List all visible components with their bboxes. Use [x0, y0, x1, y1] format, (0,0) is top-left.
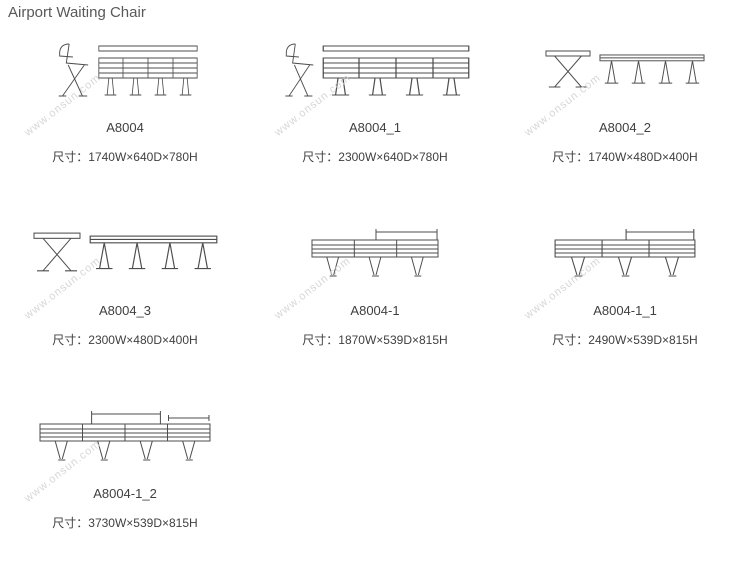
product-size: 尺寸：1740W×640D×780H [52, 150, 198, 164]
product-size: 尺寸：1870W×539D×815H [302, 333, 448, 347]
product-model: A8004-1_2 [93, 486, 157, 501]
bench-with-back-drawing [57, 43, 198, 97]
product-image[interactable] [0, 211, 250, 297]
product-model: A8004-1_1 [593, 303, 657, 318]
product-size: 尺寸：2300W×640D×780H [302, 150, 448, 164]
product-model: A8004_3 [98, 303, 152, 318]
page-title: Airport Waiting Chair [8, 4, 146, 21]
bench-technical-drawing [554, 228, 696, 277]
product-card-a8004-3u: A8004_3 尺寸：2300W×480D×400H www.onsun.com [0, 211, 250, 394]
flat-bench-drawing [545, 50, 705, 88]
product-image[interactable] [0, 28, 250, 114]
flat-bench-long-drawing [32, 232, 217, 272]
product-card-a8004-1-1: A8004-1_1 尺寸：2490W×539D×815H www.onsun.c… [500, 211, 750, 394]
product-card-a8004-2u: A8004_2 尺寸：1740W×480D×400H www.onsun.com [500, 28, 750, 211]
product-model: A8004_1 [348, 120, 402, 135]
product-card-a8004: A8004 尺寸：1740W×640D×780H www.onsun.com [0, 28, 250, 211]
bench-with-back-long-drawing [284, 43, 470, 97]
product-size: 尺寸：2300W×480D×400H [52, 333, 198, 347]
product-image[interactable] [250, 211, 500, 297]
product-model: A8004_2 [598, 120, 652, 135]
product-size: 尺寸：3730W×539D×815H [52, 516, 198, 530]
product-card-a8004-1: A8004-1 尺寸：1870W×539D×815H www.onsun.com [250, 211, 500, 394]
bench-technical-long-drawing [39, 410, 211, 461]
product-image[interactable] [500, 211, 750, 297]
product-card-a8004-1-2: A8004-1_2 尺寸：3730W×539D×815H www.onsun.c… [0, 394, 250, 577]
product-model: A8004-1 [350, 303, 400, 318]
bench-technical-drawing [311, 228, 439, 277]
product-model: A8004 [106, 120, 144, 135]
product-size: 尺寸：1740W×480D×400H [552, 150, 698, 164]
product-image[interactable] [250, 28, 500, 114]
product-image[interactable] [0, 394, 250, 480]
product-image[interactable] [500, 28, 750, 114]
product-grid: A8004 尺寸：1740W×640D×780H www.onsun.com A… [0, 28, 750, 577]
product-card-a8004-1u: A8004_1 尺寸：2300W×640D×780H www.onsun.com [250, 28, 500, 211]
product-size: 尺寸：2490W×539D×815H [552, 333, 698, 347]
